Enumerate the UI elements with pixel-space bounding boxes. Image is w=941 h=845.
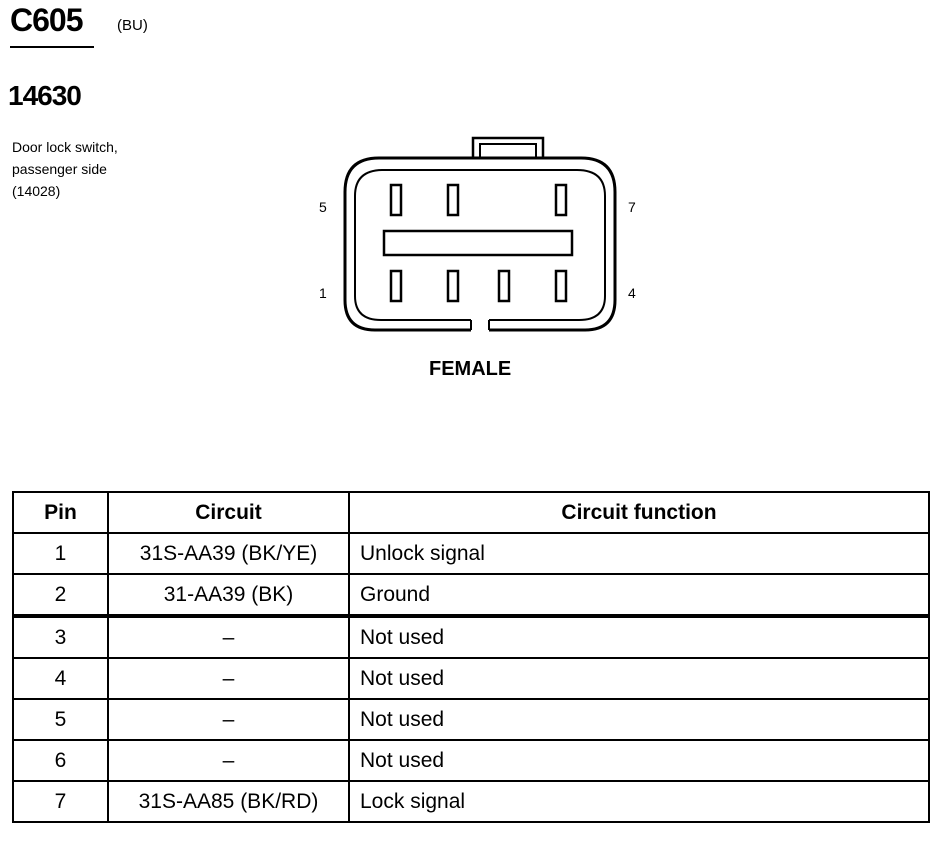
pin-cell: 3 [12,614,109,659]
description-line: Door lock switch, [12,139,118,155]
column-header-circuit-function: Circuit function [348,491,930,534]
circuit-function-cell: Ground [348,573,930,617]
connector-housing-outer [343,156,617,332]
pin-cell: 4 [12,657,109,700]
pin-socket-1 [389,269,403,303]
connector-color: (BU) [117,17,148,34]
circuit-function-cell: Lock signal [348,780,930,823]
pin-socket-7 [554,183,568,217]
pin-socket-6 [446,183,460,217]
description-line: passenger side [12,161,107,177]
circuit-function-cell: Not used [348,698,930,741]
locking-tab-inner [479,143,537,158]
table-row: 1 31S-AA39 (BK/YE) Unlock signal [12,532,930,575]
connector-face-diagram [343,136,617,332]
table-row: 7 31S-AA85 (BK/RD) Lock signal [12,780,930,823]
connector-housing-inner [354,169,606,321]
circuit-cell: 31-AA39 (BK) [107,573,350,617]
pin-label-top-right: 7 [628,199,636,215]
circuit-function-cell: Not used [348,614,930,659]
part-number: 14630 [8,80,82,111]
table-row: 3 – Not used [12,614,930,659]
key-slot [470,320,490,330]
connector-id-underline [10,46,94,48]
table-row: 5 – Not used [12,698,930,741]
pin-cell: 7 [12,780,109,823]
circuit-function-cell: Unlock signal [348,532,930,575]
pin-socket-4 [554,269,568,303]
pin-socket-5 [389,183,403,217]
connector-id: C605 [10,2,83,38]
locking-tab [471,136,545,158]
table-row: 2 31-AA39 (BK) Ground [12,573,930,617]
circuit-cell: 31S-AA39 (BK/YE) [107,532,350,575]
circuit-function-cell: Not used [348,739,930,782]
pin-label-bottom-left: 1 [319,285,327,301]
pin-cell: 1 [12,532,109,575]
connector-description: Door lock switch, passenger side (14028) [12,136,118,202]
center-rib [382,229,574,257]
pin-socket-2 [446,269,460,303]
pin-cell: 6 [12,739,109,782]
column-header-circuit: Circuit [107,491,350,534]
circuit-cell: 31S-AA85 (BK/RD) [107,780,350,823]
pin-label-top-left: 5 [319,199,327,215]
circuit-function-cell: Not used [348,657,930,700]
table-row: 6 – Not used [12,739,930,782]
pin-cell: 5 [12,698,109,741]
table-header-row: Pin Circuit Circuit function [12,491,930,534]
pinout-table: Pin Circuit Circuit function 1 31S-AA39 … [12,491,930,823]
circuit-cell: – [107,698,350,741]
column-header-pin: Pin [12,491,109,534]
circuit-cell: – [107,657,350,700]
pin-label-bottom-right: 4 [628,285,636,301]
connector-view-label: FEMALE [429,358,512,380]
pin-cell: 2 [12,573,109,617]
circuit-cell: – [107,739,350,782]
description-line: (14028) [12,183,61,199]
table-row: 4 – Not used [12,657,930,700]
circuit-cell: – [107,614,350,659]
pin-socket-3 [497,269,511,303]
